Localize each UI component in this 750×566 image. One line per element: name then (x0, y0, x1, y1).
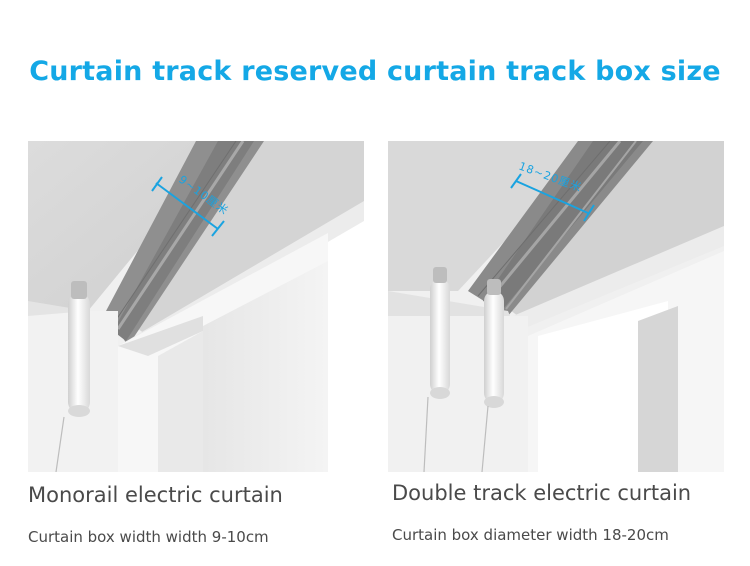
monorail-heading: Monorail electric curtain (28, 483, 283, 507)
page-title: Curtain track reserved curtain track box… (29, 56, 721, 87)
monorail-subheading: Curtain box width width 9-10cm (28, 528, 269, 546)
double-track-heading: Double track electric curtain (392, 481, 692, 505)
double-track-subheading: Curtain box diameter width 18-20cm (392, 526, 669, 544)
monorail-illustration: 9~10厘米 (28, 141, 364, 472)
double-track-illustration: 18~20厘米 (388, 141, 724, 472)
